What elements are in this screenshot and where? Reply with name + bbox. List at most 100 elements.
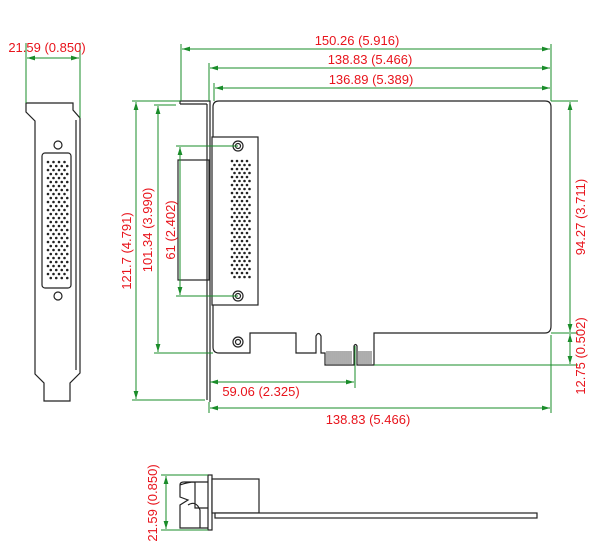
pin [235, 199, 239, 203]
dim-label: 138.83 (5.466) [326, 412, 411, 427]
connector-shell [177, 159, 210, 281]
pin [65, 268, 69, 272]
pin [60, 172, 64, 176]
pin [240, 207, 244, 211]
pin [230, 255, 234, 259]
pin [230, 207, 234, 211]
dim-board-height: 101.34 (3.990) [140, 104, 213, 354]
pin [248, 211, 251, 215]
pin [248, 171, 251, 175]
pin [240, 239, 244, 243]
pin [46, 176, 50, 180]
pin [248, 163, 251, 167]
pin [235, 255, 239, 259]
pin [245, 183, 249, 187]
pin [243, 179, 246, 183]
pin [63, 168, 66, 172]
dim-label: 94.27 (3.711) [573, 179, 588, 255]
pin [46, 168, 50, 172]
pin [49, 172, 53, 176]
pin [240, 231, 244, 235]
pin [233, 259, 236, 263]
pin [243, 235, 246, 239]
pin [230, 191, 234, 195]
dim-label: 136.89 (5.389) [329, 72, 414, 87]
pin [63, 184, 66, 188]
pin [60, 228, 64, 232]
board-side-view [177, 100, 552, 402]
pin [57, 168, 61, 172]
pin [54, 196, 58, 200]
pin [235, 207, 239, 211]
dim-label: 21.59 (0.850) [145, 464, 160, 541]
pin [54, 188, 58, 192]
pin [235, 215, 239, 219]
pin [49, 276, 53, 280]
pin [240, 175, 244, 179]
pin [233, 203, 236, 207]
pin [54, 164, 58, 168]
pin [230, 231, 234, 235]
pin [238, 235, 241, 239]
pin [54, 172, 58, 176]
pin [235, 271, 239, 275]
pin [65, 204, 69, 208]
pin [243, 219, 246, 223]
pin [46, 272, 50, 276]
pin [60, 220, 64, 224]
pin [238, 275, 241, 279]
pin [57, 208, 61, 212]
pin [243, 211, 246, 215]
pin [243, 195, 246, 199]
pin [49, 196, 53, 200]
pin [243, 203, 246, 207]
pin [233, 235, 236, 239]
dim-label: 150.26 (5.916) [315, 33, 400, 48]
pin [230, 263, 234, 267]
pin [60, 260, 64, 264]
dim-label: 12.75 (0.502) [573, 317, 588, 394]
pin [54, 252, 58, 256]
pin [245, 167, 249, 171]
pin [245, 215, 249, 219]
pin [63, 232, 66, 236]
pin [243, 243, 246, 247]
pin [248, 275, 251, 279]
dim-bracket-width: 21.59 (0.850) [8, 40, 86, 118]
pin [230, 223, 234, 227]
dim-bracket-height: 121.7 (4.791) [119, 100, 205, 401]
pin [240, 191, 244, 195]
pin [245, 247, 249, 251]
pin [238, 171, 241, 175]
pin [245, 271, 249, 275]
pin [240, 263, 244, 267]
pin [65, 172, 69, 176]
pcb-edge [214, 512, 538, 519]
pin [248, 195, 251, 199]
pin [54, 180, 58, 184]
pin [54, 228, 58, 232]
pin [238, 203, 241, 207]
pin [230, 183, 234, 187]
pin [235, 239, 239, 243]
dim-board-upper-height: 94.27 (3.711) [551, 100, 588, 334]
pin [248, 203, 251, 207]
pin [54, 204, 58, 208]
pin [57, 272, 61, 276]
pin [60, 212, 64, 216]
dim-label: 59.06 (2.325) [222, 384, 299, 399]
pin [65, 180, 69, 184]
pin [248, 251, 251, 255]
pin [52, 232, 55, 236]
pin [63, 200, 66, 204]
pin [46, 160, 50, 164]
pin [230, 215, 234, 219]
pin [233, 187, 236, 191]
pin [243, 171, 246, 175]
pin [46, 232, 50, 236]
pin [60, 180, 64, 184]
dim-board-length-bracket: 138.83 (5.466) [208, 52, 550, 101]
pin [49, 236, 53, 240]
pin [49, 164, 53, 168]
pin [46, 248, 50, 252]
